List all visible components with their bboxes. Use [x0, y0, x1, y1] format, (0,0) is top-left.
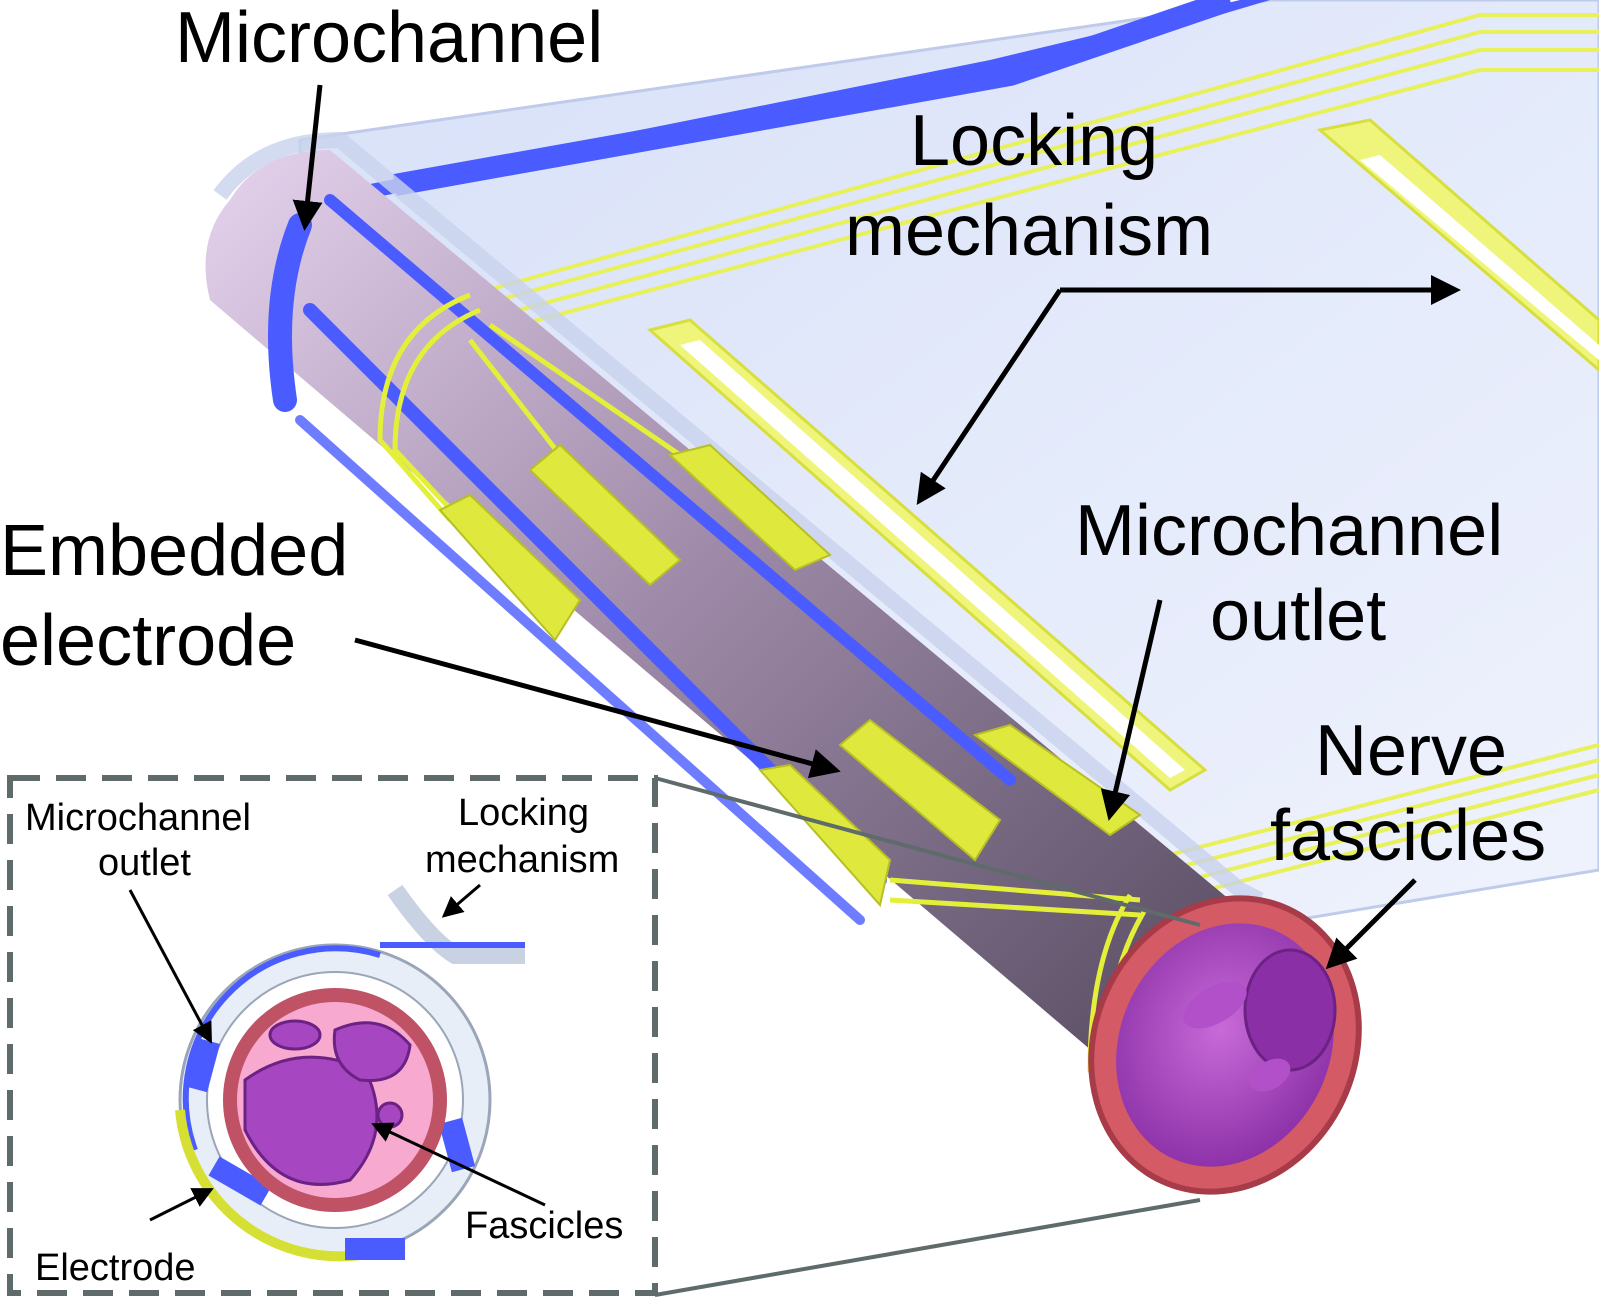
- cuff-outer-shell: [213, 131, 1264, 908]
- fascicle-small: [268, 1019, 322, 1051]
- electrodes: [438, 443, 1142, 908]
- label-locking-2: mechanism: [845, 191, 1213, 271]
- label-outlet-2: outlet: [1210, 576, 1386, 656]
- arrow-microchannel: [292, 84, 323, 231]
- inset-label-outlet-1: Microchannel: [25, 797, 251, 839]
- inset-arrow-electrode: [149, 1188, 214, 1222]
- tube-microchannels: [268, 194, 1016, 925]
- locking-slot-front: [646, 318, 1208, 792]
- arrow-locking-front: [916, 288, 1063, 505]
- microchannel-sheet-strip: [393, 0, 1234, 196]
- inset-label-locking-2: mechanism: [425, 839, 619, 881]
- inset-zoom-lines: [654, 776, 1201, 1297]
- fascicle-mid: [332, 1021, 412, 1083]
- arrow-embedded-electrode: [354, 637, 841, 779]
- inset-label-fascicles: Fascicles: [465, 1205, 623, 1247]
- label-locking-1: Locking: [910, 101, 1158, 181]
- arrow-outlet: [1100, 599, 1163, 821]
- label-outlet-1: Microchannel: [1075, 491, 1503, 571]
- label-embedded-1: Embedded: [0, 511, 348, 591]
- label-microchannel: Microchannel: [175, 0, 603, 78]
- inset-arrow-outlet: [128, 889, 212, 1044]
- sheet-traces: [469, 13, 1599, 909]
- inset-label-electrode: Electrode: [35, 1247, 196, 1289]
- cross-section-inset: [7, 775, 658, 1296]
- inset-label-outlet-2: outlet: [98, 842, 191, 884]
- locking-slot-rear: [1316, 118, 1599, 372]
- inset-arrow-fascicles: [371, 1122, 546, 1207]
- label-embedded-2: electrode: [0, 601, 296, 681]
- inset-arrow-locking: [441, 883, 481, 918]
- tube-end-face: [1088, 895, 1362, 1195]
- arrow-nerve-fascicles: [1325, 878, 1417, 970]
- label-nerve-1: Nerve: [1315, 711, 1507, 791]
- label-nerve-2: fascicles: [1270, 796, 1546, 876]
- fascicle-tiny: [376, 1101, 404, 1129]
- inset-label-locking-1: Locking: [458, 792, 589, 834]
